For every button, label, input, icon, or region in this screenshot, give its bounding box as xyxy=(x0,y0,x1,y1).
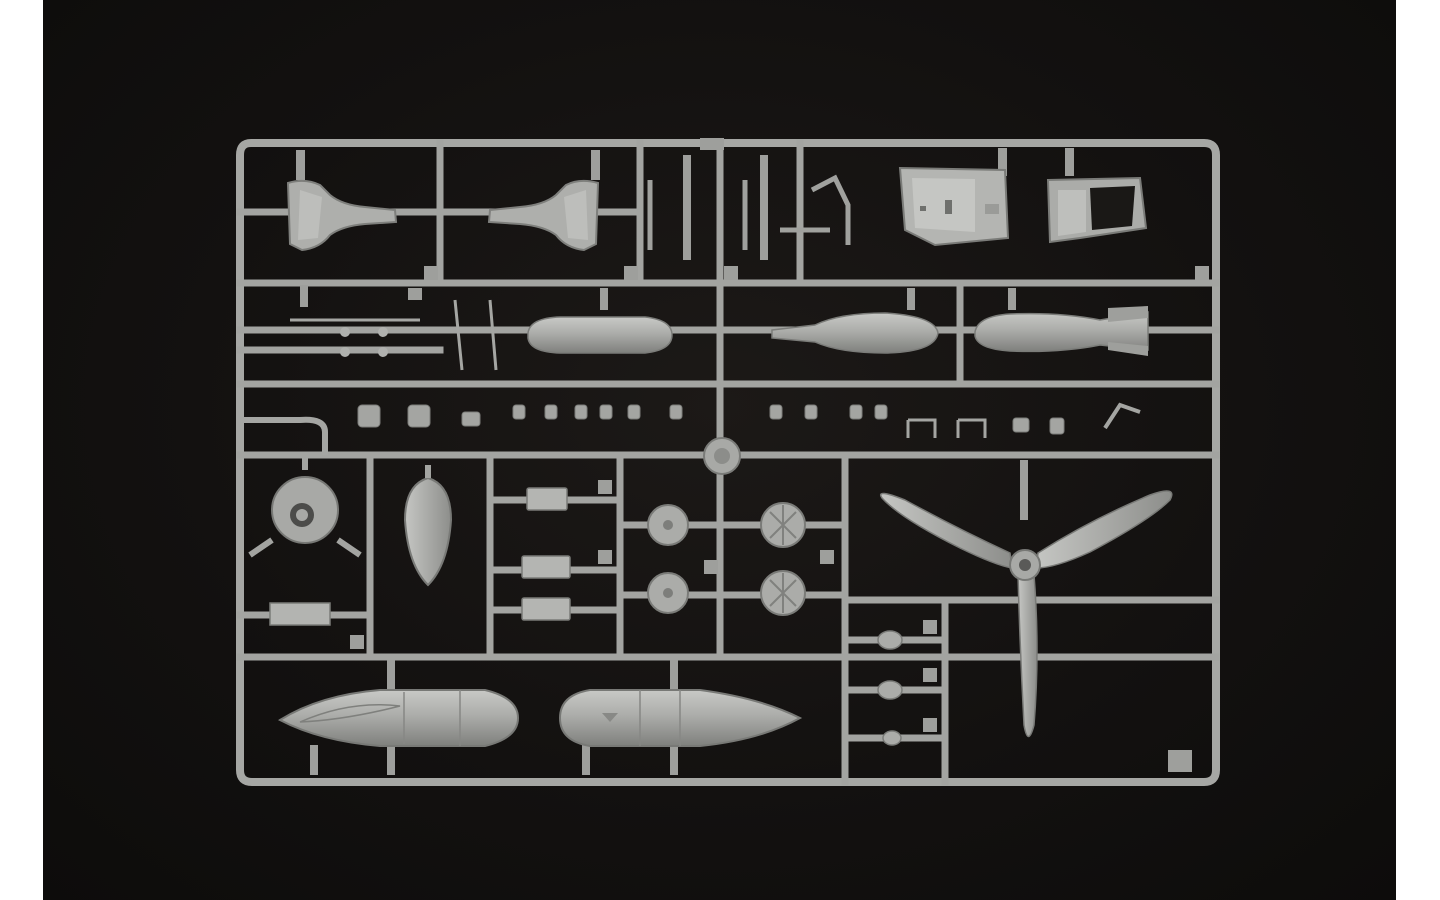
bomb xyxy=(771,312,939,354)
sprue-gates xyxy=(296,138,1209,775)
rods-second-row xyxy=(290,299,498,371)
cockpit-tub xyxy=(898,166,1010,247)
canopy-frame-right xyxy=(487,179,600,252)
sprue-frame xyxy=(236,138,1220,786)
struts-second-row xyxy=(340,327,388,357)
bent-rod xyxy=(240,416,328,455)
canopy-frame-left xyxy=(286,179,398,252)
small-fittings-row xyxy=(357,402,1141,438)
wheel xyxy=(760,502,806,548)
fairings xyxy=(521,487,571,621)
wheel xyxy=(647,572,689,614)
wheel xyxy=(760,570,806,616)
cowling-panel xyxy=(269,602,331,626)
sprue-photo xyxy=(43,0,1396,900)
spinner-cone xyxy=(403,465,453,587)
central-hub xyxy=(703,437,741,475)
wheels xyxy=(647,502,806,616)
long-range-fuel-tank xyxy=(277,689,520,747)
long-range-fuel-tank xyxy=(558,689,803,747)
wheel xyxy=(647,504,689,546)
small-spinners xyxy=(877,630,903,746)
bomb-with-fins xyxy=(974,306,1149,356)
struts-top-middle xyxy=(647,174,851,250)
drop-tank-small xyxy=(527,316,673,354)
sprue-outer-frame xyxy=(236,139,1220,786)
engine-cowling xyxy=(248,458,362,558)
seat xyxy=(1046,176,1148,244)
three-blade-propeller xyxy=(880,490,1173,738)
